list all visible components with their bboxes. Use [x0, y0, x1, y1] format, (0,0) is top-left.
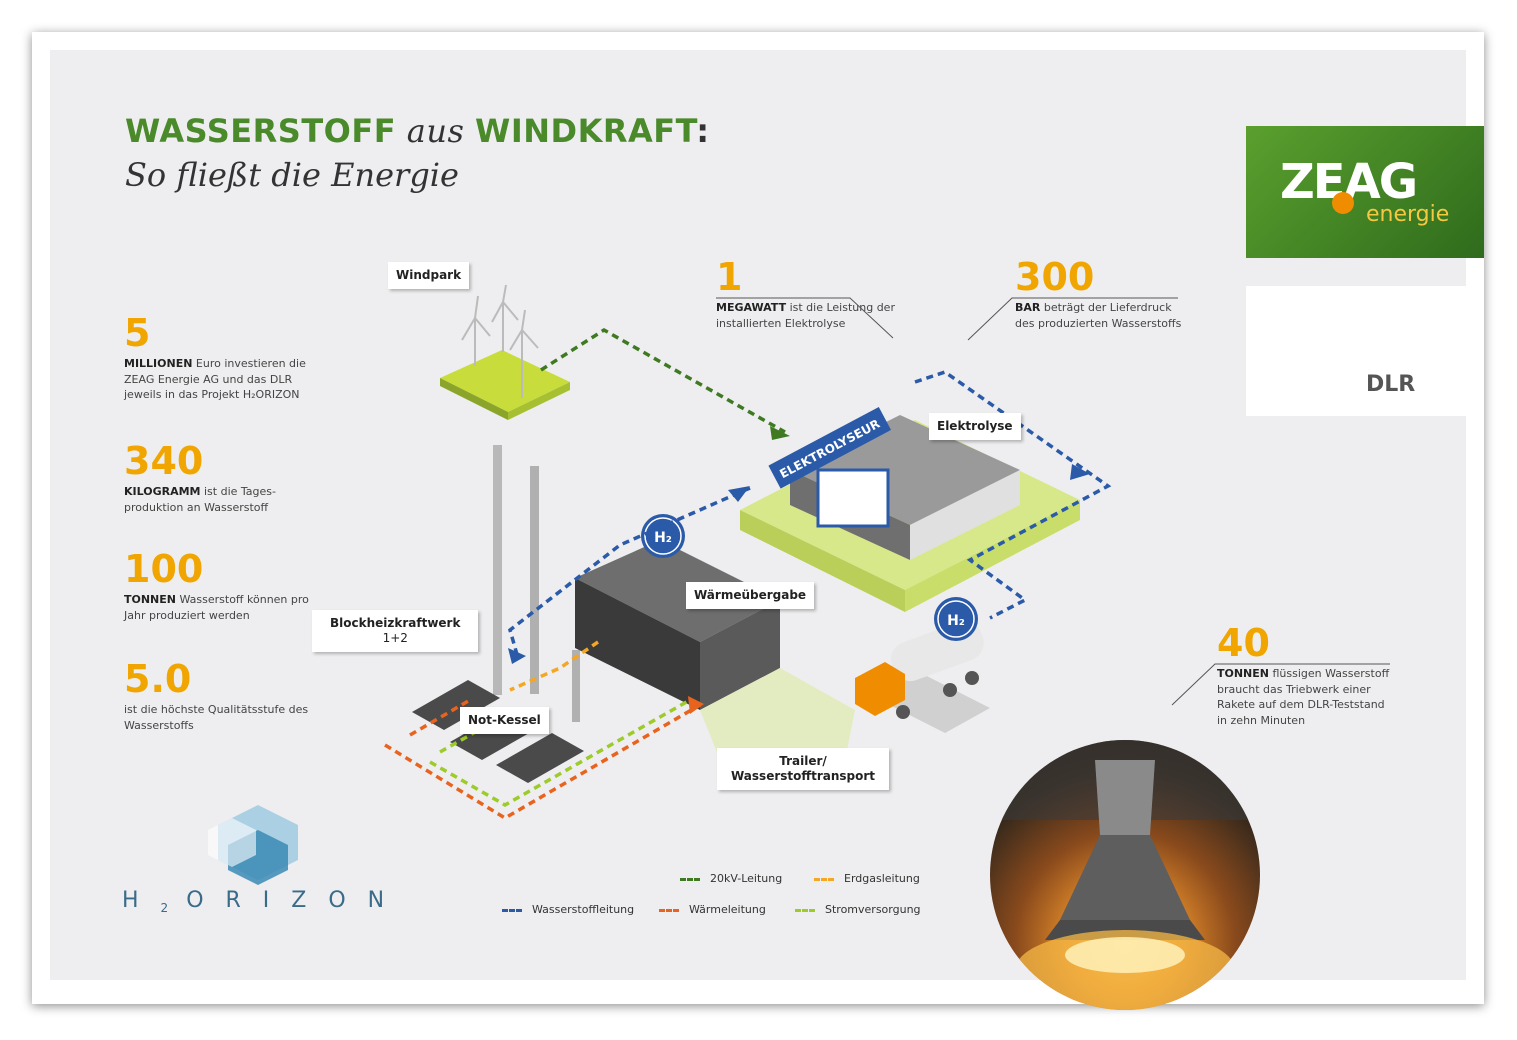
waerme-roof — [575, 540, 780, 642]
fact-tonnen-rakete: 40 TONNEN flüssigen Wasserstoff braucht … — [1217, 624, 1392, 728]
line-stromversorgung — [429, 698, 691, 808]
wind-turbines — [461, 284, 539, 398]
waerme-wall-right — [700, 600, 780, 710]
title-word-wasserstoff: WASSERSTOFF — [125, 112, 397, 150]
page-subtitle: So fließt die Energie — [125, 156, 459, 194]
legend-item-strom: Stromversorgung — [795, 903, 921, 916]
chimney — [530, 466, 539, 694]
waerme-yard — [700, 668, 855, 760]
line-20kv — [540, 327, 786, 434]
fact-bar: 300 BAR beträgt der Lieferdruck des prod… — [1015, 258, 1190, 331]
legend-swatch — [502, 908, 522, 912]
label-windpark: Windpark — [388, 262, 470, 289]
legend-item-20kv: 20kV-Leitung — [680, 872, 782, 885]
fact-text: BAR beträgt der Lieferdruck des produzie… — [1015, 301, 1182, 330]
dlr-logo: DLR — [1246, 286, 1466, 416]
label-not-kessel: Not-Kessel — [460, 707, 549, 734]
rocket-engine-photo — [990, 740, 1260, 1010]
fact-pointer-line — [716, 297, 894, 339]
stat-kilogramm: 340 KILOGRAMM ist die Tages-produktion a… — [124, 442, 324, 515]
windpark-ground-side — [508, 382, 570, 420]
stat-tonnen: 100 TONNEN Wasserstoff können pro Jahr p… — [124, 550, 324, 623]
legend-swatch — [814, 877, 834, 881]
stat-number: 5.0 — [124, 657, 192, 701]
fact-pointer-line — [967, 297, 1178, 341]
elektrolyse-site-side — [905, 500, 1080, 612]
h2orizon-logo-icon — [208, 805, 298, 885]
flow-arrow — [770, 426, 790, 440]
stat-text: TONNEN Wasserstoff können pro Jahr produ… — [124, 593, 309, 622]
fact-megawatt: 1 MEGAWATT ist die Leistung der installi… — [716, 258, 901, 331]
line-erdgas — [509, 640, 599, 692]
fact-text: TONNEN flüssigen Wasserstoff braucht das… — [1217, 667, 1390, 727]
label-trailer: Trailer/Wasserstofftransport — [717, 748, 890, 790]
chimney — [493, 445, 502, 695]
legend-swatch — [680, 877, 700, 881]
windpark-ground — [440, 350, 570, 412]
legend-item-wasserstoff: Wasserstoffleitung — [502, 903, 634, 916]
fact-number: 40 — [1217, 621, 1270, 665]
zeag-dot-icon — [1332, 192, 1354, 214]
title-word-aus: aus — [396, 112, 476, 150]
fact-pointer-line — [1171, 663, 1390, 706]
label-waermeuebergabe: Wärmeübergabe — [686, 582, 815, 609]
title-word-windkraft: WINDKRAFT — [475, 112, 697, 150]
stat-millionen: 5 MILLIONEN Euro investieren die ZEAG En… — [124, 314, 324, 403]
bhkw-engine — [496, 733, 584, 783]
svg-text:H₂: H₂ — [947, 613, 965, 629]
stat-qualitaet: 5.0 ist die höchste Qualitätsstufe des W… — [124, 660, 324, 733]
flow-arrow — [688, 696, 704, 714]
h2-badge-icon: H₂ — [934, 597, 978, 641]
line-waerme — [384, 703, 701, 821]
zeag-logo: ZEAG energie — [1246, 126, 1484, 258]
waerme-wall-left — [575, 578, 700, 710]
legend-item-erdgas: Erdgasleitung — [814, 872, 920, 885]
windpark-ground-side — [440, 378, 508, 420]
legend-item-waerme: Wärmeleitung — [659, 903, 766, 916]
chimney — [572, 650, 580, 722]
flow-arrow — [728, 486, 750, 502]
stat-text: MILLIONEN Euro investieren die ZEAG Ener… — [124, 357, 306, 401]
stat-number: 340 — [124, 439, 204, 483]
elektrolyseur-unit — [816, 468, 890, 528]
title-colon: : — [696, 112, 710, 150]
elektrolyse-wall-right — [910, 470, 1020, 560]
stat-text: ist die höchste Qualitätsstufe des Wasse… — [124, 703, 309, 732]
flow-arrow — [508, 648, 526, 664]
stat-number: 100 — [124, 547, 204, 591]
stat-number: 5 — [124, 311, 151, 355]
fact-text: MEGAWATT ist die Leistung der installier… — [716, 301, 895, 330]
flow-arrow — [1070, 464, 1090, 480]
fact-number: 300 — [1015, 255, 1095, 299]
label-elektrolyse: Elektrolyse — [929, 413, 1021, 440]
h2-badge-icon: H₂ — [641, 514, 685, 558]
legend-swatch — [795, 908, 815, 912]
fact-number: 1 — [716, 255, 743, 299]
bhkw-engine — [412, 680, 500, 730]
rocket-nozzle-icon — [990, 740, 1260, 1010]
stat-text: KILOGRAMM ist die Tages-produktion an Wa… — [124, 485, 276, 514]
svg-text:H₂: H₂ — [654, 530, 672, 546]
page-title: WASSERSTOFF aus WINDKRAFT: — [125, 112, 710, 150]
line-wasserstoff — [914, 370, 1112, 620]
legend-swatch — [659, 908, 679, 912]
elektrolyse-site-side — [740, 510, 905, 612]
